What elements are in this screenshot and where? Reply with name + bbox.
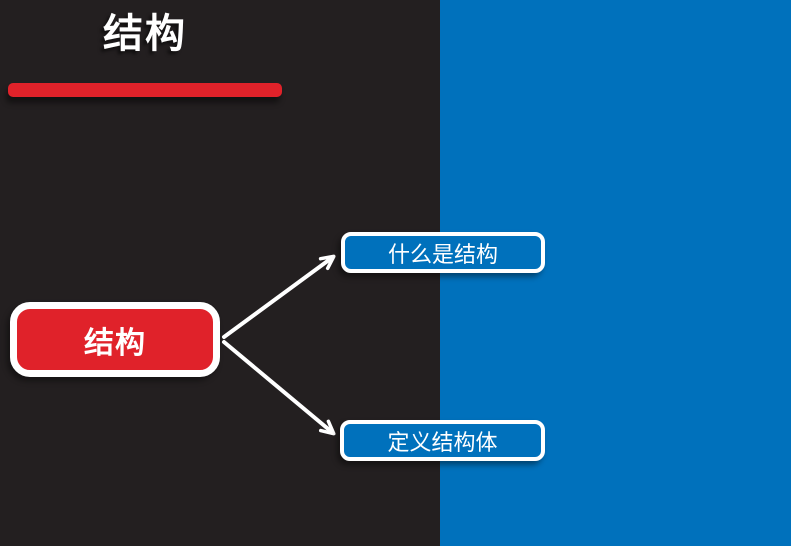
left-dark-panel (0, 0, 440, 546)
mindmap-root-node: 结构 (10, 302, 220, 377)
title-underline-bar (8, 83, 282, 97)
mindmap-child-node-2: 定义结构体 (340, 420, 545, 461)
child-node-2-label: 定义结构体 (387, 429, 498, 455)
slide-title: 结构 (103, 12, 187, 56)
child-node-1-label: 什么是结构 (387, 241, 498, 267)
root-node-label: 结构 (84, 326, 146, 360)
mindmap-child-node-1: 什么是结构 (341, 232, 545, 273)
right-blue-panel (440, 0, 791, 546)
